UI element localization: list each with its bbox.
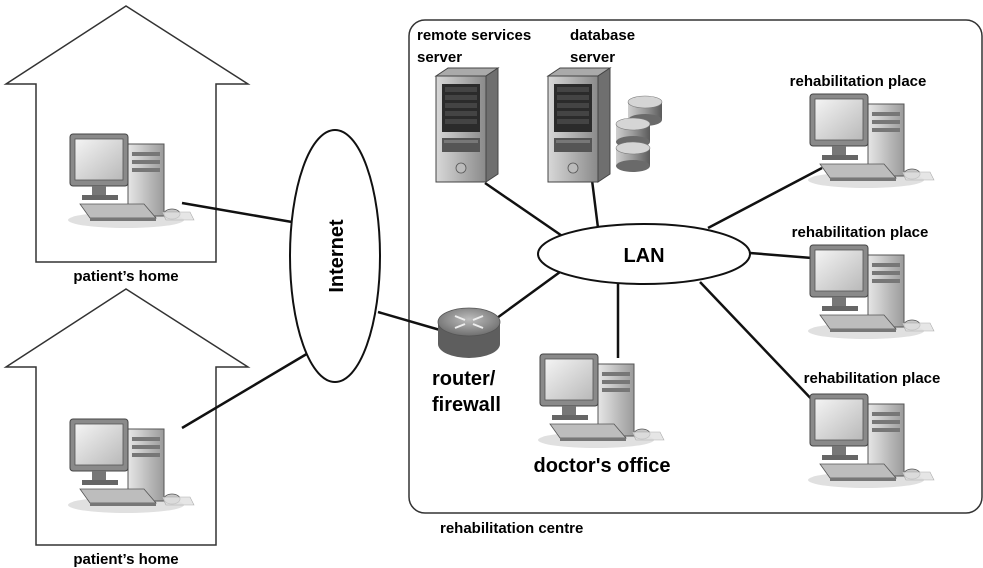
link-router-lan [496,270,561,320]
tower-server-icon [435,67,499,183]
link-home1-internet [181,201,293,224]
home-1-label: patient’s home [73,268,178,285]
desktop-computer-icon [537,353,665,449]
house-2 [3,288,251,546]
link-remote-server-lan [484,181,569,242]
rehabilitation-centre-boundary [408,19,983,514]
remote-server-label-line-1: remote services [417,27,531,44]
doctor-office-label: doctor's office [534,455,671,477]
rehab-place-3-label: rehabilitation place [804,370,941,387]
database-cylinder-icon [615,95,663,173]
lan-label: LAN [623,245,664,267]
link-lan-place-3 [699,281,819,407]
rehab-place-1-label: rehabilitation place [790,73,927,90]
tower-server-icon [547,67,611,183]
home-2-label: patient’s home [73,551,178,568]
lan-node [537,223,751,285]
link-lan-place-1 [707,166,823,230]
remote-server-label-line-2: server [417,49,462,66]
router-icon [437,307,501,358]
router-label-line-1: router/ [432,368,496,390]
rehab-place-2-label: rehabilitation place [792,224,929,241]
internet-node [289,129,381,383]
link-home2-internet [181,350,311,430]
internet-label: Internet [326,219,348,293]
house-1 [3,5,251,263]
link-internet-router [377,310,441,332]
database-server-label-line-1: database [570,27,635,44]
rehabilitation-centre-label: rehabilitation centre [440,520,583,537]
desktop-computer-icon [807,93,935,189]
desktop-computer-icon [807,393,935,489]
desktop-computer-icon [67,133,195,229]
desktop-computer-icon [807,244,935,340]
router-label-line-2: firewall [432,394,501,416]
link-database-lan [590,179,600,229]
desktop-computer-icon [67,418,195,514]
database-server-label-line-2: server [570,49,615,66]
connection-lines [181,166,823,430]
link-lan-place-2 [749,251,813,260]
